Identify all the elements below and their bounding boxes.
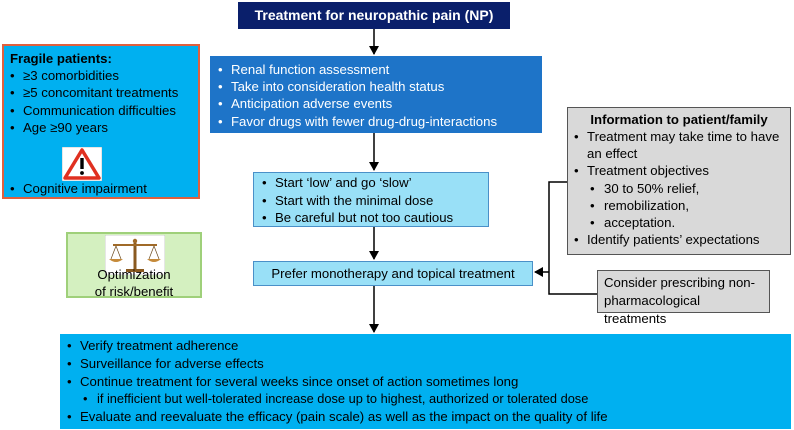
list-item: Cognitive impairment <box>10 180 147 198</box>
nonpharm-text: Consider prescribing non-pharmacological… <box>604 275 755 326</box>
follow-up-box: Verify treatment adherence Surveillance … <box>60 334 791 429</box>
fragile-list: ≥3 comorbidities ≥5 concomitant treatmen… <box>10 67 192 137</box>
info-header: Information to patient/family <box>590 112 768 127</box>
list-item: Be careful but not too cautious <box>262 209 480 227</box>
list-item: remobilization, <box>574 197 784 214</box>
title-text: Treatment for neuropathic pain (NP) <box>254 7 494 23</box>
list-item: Anticipation adverse events <box>218 95 534 112</box>
list-item: Renal function assessment <box>218 61 534 78</box>
renal-assessment-box: Renal function assessment Take into cons… <box>210 56 542 133</box>
list-item: Verify treatment adherence <box>67 337 784 355</box>
list-item: Treatment objectives <box>574 162 784 179</box>
start-low-box: Start ‘low’ and go ‘slow’ Start with the… <box>253 172 489 227</box>
list-item: Surveillance for adverse effects <box>67 355 784 373</box>
optimization-label: Optimization of risk/benefit <box>68 266 200 300</box>
fragile-header: Fragile patients: <box>10 51 112 66</box>
optimization-line1: Optimization <box>97 267 171 282</box>
list-item: Identify patients’ expectations <box>574 231 784 248</box>
list-item: Evaluate and reevaluate the efficacy (pa… <box>67 408 784 426</box>
optimization-box: Optimization of risk/benefit <box>66 232 202 300</box>
list-item: Start with the minimal dose <box>262 192 480 210</box>
list-item: ≥5 concomitant treatments <box>10 84 192 102</box>
non-pharmacological-box: Consider prescribing non-pharmacological… <box>597 270 770 326</box>
scale-of-justice-icon <box>105 235 165 275</box>
list-item: Favor drugs with fewer drug-drug-interac… <box>218 113 534 130</box>
monotherapy-text: Prefer monotherapy and topical treatment <box>271 266 515 281</box>
list-item: ≥3 comorbidities <box>10 67 192 85</box>
start-list: Start ‘low’ and go ‘slow’ Start with the… <box>262 174 480 227</box>
information-patient-box: Information to patient/family Treatment … <box>567 107 791 255</box>
renal-list: Renal function assessment Take into cons… <box>218 61 534 130</box>
title-box: Treatment for neuropathic pain (NP) <box>238 2 510 29</box>
list-item: Age ≥90 years <box>10 119 192 137</box>
list-item: 30 to 50% relief, <box>574 180 784 197</box>
follow-up-list: Verify treatment adherence Surveillance … <box>67 337 784 426</box>
optimization-line2: of risk/benefit <box>94 284 174 299</box>
info-list: Treatment may take time to have an effec… <box>574 128 784 249</box>
monotherapy-box: Prefer monotherapy and topical treatment <box>253 261 533 286</box>
list-item: Communication difficulties <box>10 102 192 120</box>
list-item: Take into consideration health status <box>218 78 534 95</box>
list-item: Start ‘low’ and go ‘slow’ <box>262 174 480 192</box>
list-item: Treatment may take time to have an effec… <box>574 128 784 162</box>
list-item: Continue treatment for several weeks sin… <box>67 373 784 391</box>
fragile-patients-box: Fragile patients: ≥3 comorbidities ≥5 co… <box>2 44 200 199</box>
list-item: if inefficient but well-tolerated increa… <box>67 390 784 408</box>
fragile-list-extra: Cognitive impairment <box>10 180 147 198</box>
warning-icon <box>62 147 102 181</box>
list-item: acceptation. <box>574 214 784 231</box>
